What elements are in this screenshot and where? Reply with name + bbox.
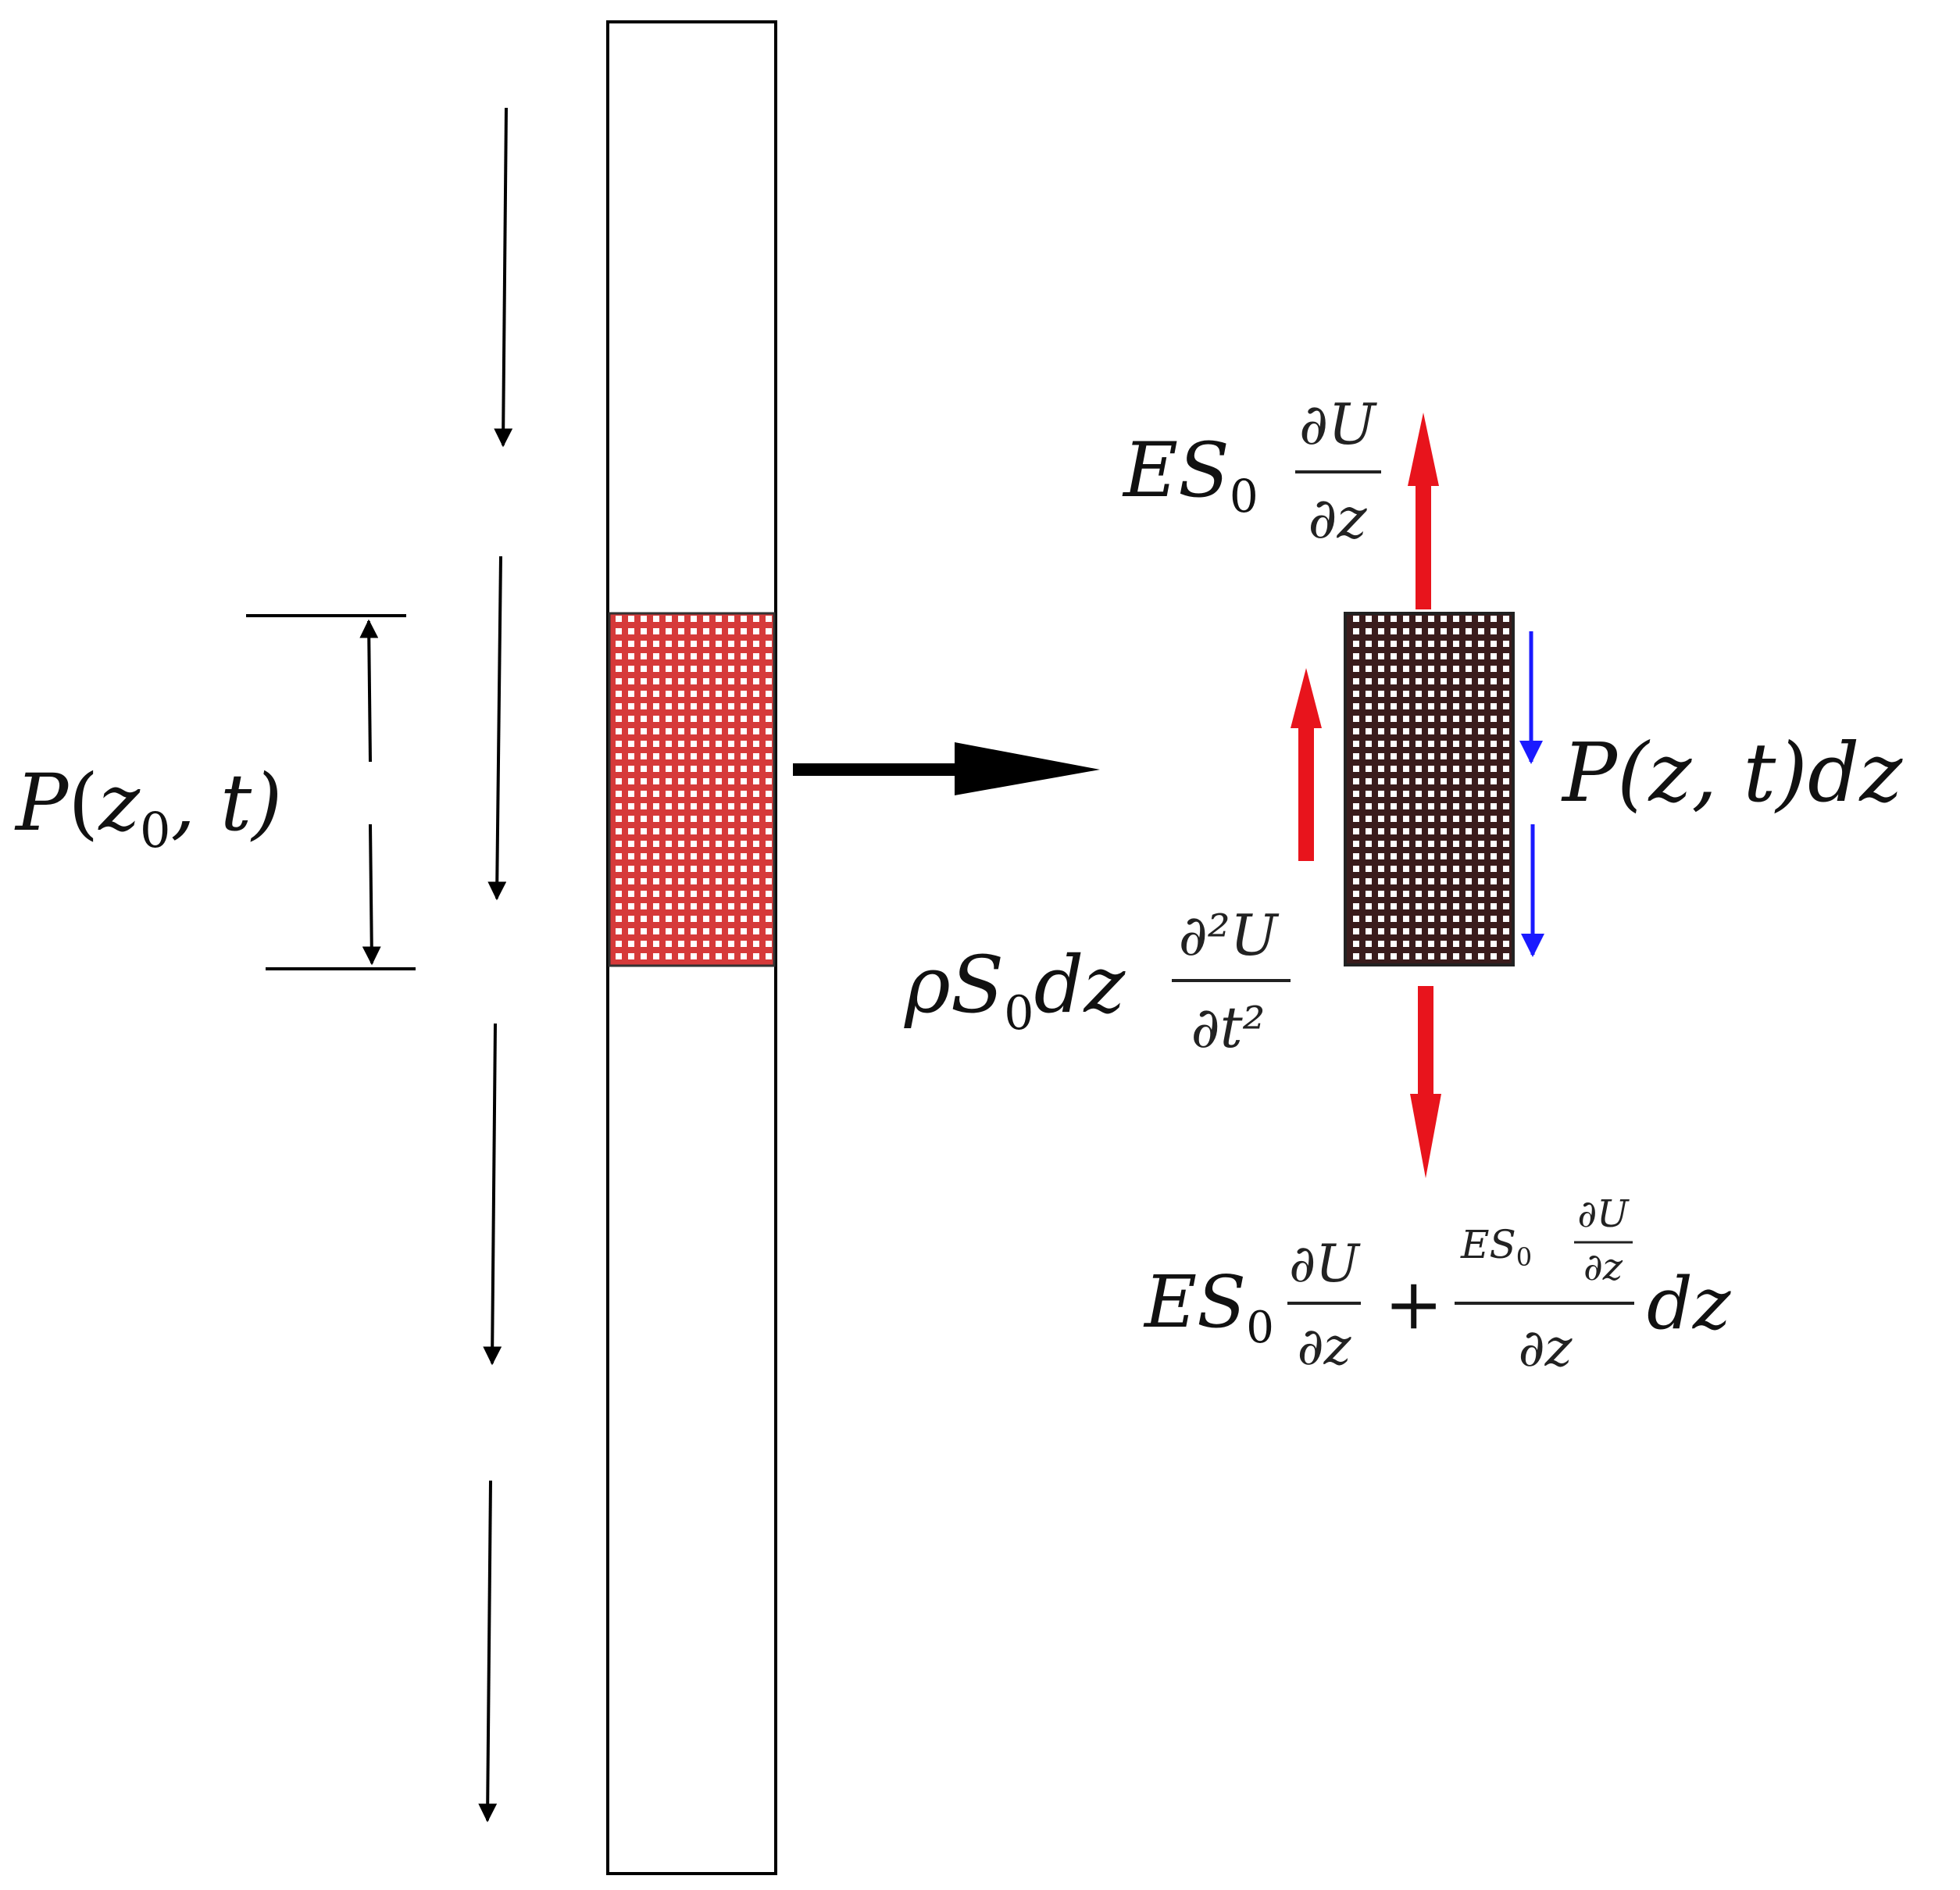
- load-arrow-1: [494, 107, 513, 448]
- svg-text:∂²U: ∂²U: [1179, 902, 1280, 968]
- bottom-force-label: ES0 ∂U ∂z + ES0 ∂U ∂z ∂z dz: [1143, 1192, 1731, 1378]
- dimension-arrow-upper: [359, 619, 379, 763]
- top-force-arrow-head: [1408, 413, 1439, 486]
- svg-text:ρS0dz: ρS0dz: [904, 939, 1126, 1041]
- svg-text:∂U: ∂U: [1577, 1192, 1630, 1236]
- svg-text:∂z: ∂z: [1298, 1317, 1352, 1377]
- free-body-element: [1344, 612, 1515, 966]
- svg-text:∂t²: ∂t²: [1191, 995, 1265, 1060]
- inertia-force-label: ρS0dz ∂²U ∂t²: [904, 902, 1291, 1060]
- pile-element: [608, 612, 776, 967]
- svg-text:∂z: ∂z: [1583, 1245, 1623, 1289]
- svg-text:∂z: ∂z: [1308, 485, 1367, 551]
- left-load-label: P(z0, t): [14, 757, 282, 859]
- inertia-arrow-head: [1291, 668, 1322, 728]
- inertia-arrow-shaft: [1298, 727, 1314, 861]
- svg-text:ES0: ES0: [1143, 1260, 1274, 1353]
- dimension-arrow-lower: [362, 824, 381, 966]
- top-force-arrow-shaft: [1416, 484, 1431, 609]
- svg-text:∂U: ∂U: [1299, 391, 1377, 457]
- svg-text:ES0: ES0: [1122, 427, 1258, 523]
- transfer-arrow-head: [955, 742, 1100, 795]
- load-arrow-2: [487, 556, 507, 901]
- svg-text:∂U: ∂U: [1289, 1234, 1361, 1294]
- load-arrow-3: [483, 1023, 502, 1366]
- svg-text:dz: dz: [1647, 1262, 1731, 1345]
- distributed-load-label: P(z, t)dz: [1561, 725, 1903, 820]
- load-arrow-4: [478, 1480, 498, 1823]
- top-force-label: ES0 ∂U ∂z: [1122, 391, 1381, 551]
- bottom-force-arrow-shaft: [1418, 986, 1433, 1095]
- svg-text:∂z: ∂z: [1519, 1318, 1573, 1378]
- svg-text:ES0: ES0: [1460, 1222, 1532, 1272]
- bottom-force-arrow-head: [1410, 1094, 1441, 1178]
- svg-text:+: +: [1384, 1263, 1443, 1345]
